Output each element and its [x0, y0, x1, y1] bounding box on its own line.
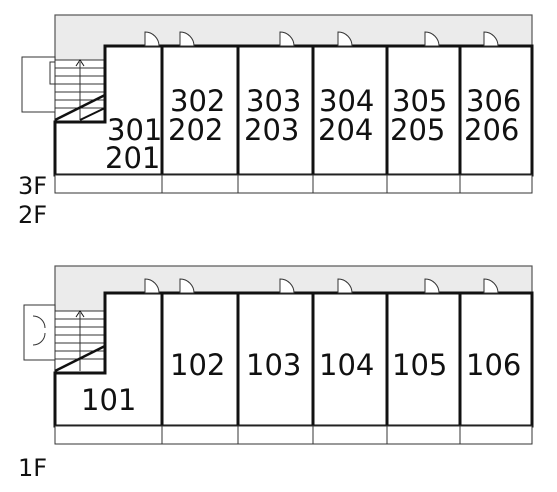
unit-number: 305: [392, 84, 447, 118]
floor-label: 2F: [18, 201, 47, 229]
unit-number: 201: [105, 141, 160, 175]
unit-number: 301: [107, 113, 162, 147]
unit-306-206: 306 206: [464, 84, 521, 147]
unit-number: 206: [464, 113, 519, 147]
floor-label-1f: 1F: [18, 454, 47, 482]
unit-number: 204: [318, 113, 373, 147]
unit-304-204: 304 204: [318, 84, 374, 147]
door-icon: [279, 31, 295, 47]
floor-label: 3F: [18, 172, 47, 200]
floor-label-upper: 3F 2F: [18, 172, 47, 229]
first-floor-plan: 101 102 103 104 105 106 1F: [18, 265, 534, 482]
unit-number-101: 101: [81, 383, 136, 417]
unit-305-205: 305 205: [390, 84, 447, 147]
door-icon: [179, 31, 195, 47]
unit-number: 205: [390, 113, 445, 147]
balcony-lower: [54, 425, 533, 445]
door-icon: [483, 278, 499, 294]
unit-301-201: 301 201: [105, 113, 162, 175]
unit-number: 303: [246, 84, 301, 118]
unit-number: 302: [170, 84, 225, 118]
unit-number-104: 104: [319, 348, 374, 382]
unit-number-102: 102: [170, 348, 225, 382]
balcony-upper: [54, 174, 533, 194]
unit-number: 202: [168, 113, 223, 147]
upper-floors-plan: 301 201 302 202 303 203 304 204 305 205 …: [18, 14, 534, 229]
unit-number: 306: [466, 84, 521, 118]
unit-number-103: 103: [246, 348, 301, 382]
door-icon: [279, 278, 295, 294]
door-icon: [337, 278, 353, 294]
door-icon: [337, 31, 353, 47]
unit-number: 304: [319, 84, 374, 118]
unit-number-105: 105: [392, 348, 447, 382]
staircase-upper: [54, 59, 106, 123]
door-icon: [144, 31, 160, 47]
door-icon: [424, 278, 440, 294]
door-icon: [144, 278, 160, 294]
unit-number: 203: [244, 113, 299, 147]
door-icon: [424, 31, 440, 47]
stair-landing-lower: [23, 304, 56, 361]
door-icon: [179, 278, 195, 294]
unit-303-203: 303 203: [244, 84, 301, 147]
door-icon: [483, 31, 499, 47]
staircase-lower: [54, 310, 106, 374]
unit-302-202: 302 202: [168, 84, 225, 147]
unit-number-106: 106: [466, 348, 521, 382]
